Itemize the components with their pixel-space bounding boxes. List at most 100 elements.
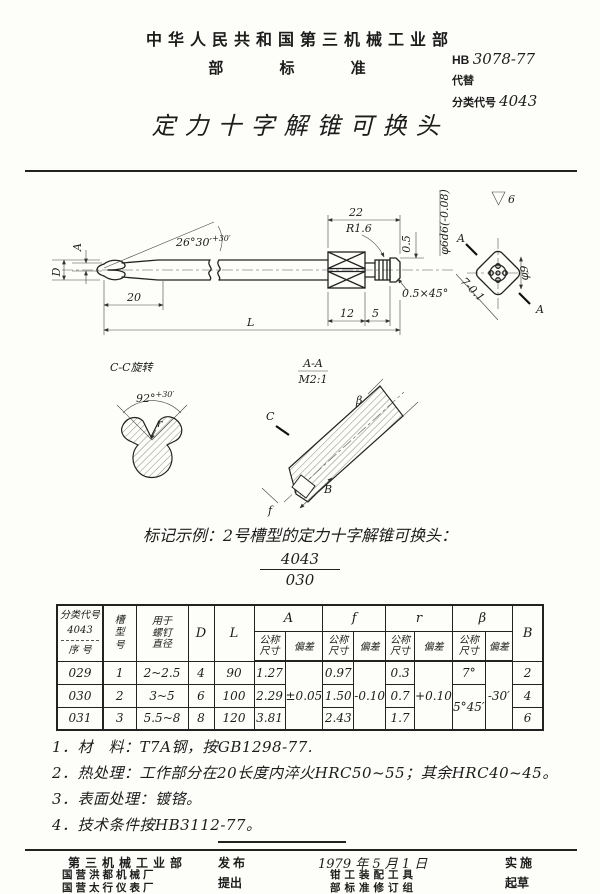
- header-dashed-divider: [61, 640, 99, 642]
- dim-shaft-diameter: φ6d6(-0.08): [438, 189, 451, 255]
- section-cc-label: C-C旋转: [110, 361, 155, 374]
- main-dimensions: [52, 190, 441, 335]
- label-B: B: [323, 483, 332, 496]
- dim-radius: R1.6: [345, 222, 372, 235]
- cell-beta: 7°: [451, 660, 486, 685]
- dim-tip-angle: 26°30′+30′: [175, 234, 231, 249]
- end-of-text-line: [218, 841, 346, 843]
- technical-notes: 1．材 料：T7A钢，按GB1298-77. 2．热处理：工作部分在20长度内淬…: [52, 736, 562, 840]
- cell-r-deviation: +0.10: [414, 660, 453, 731]
- footer-drafters: 钳工装配工具 部标准修订组: [330, 869, 417, 894]
- header-beta: β: [451, 604, 513, 632]
- cell-L: 100: [213, 683, 255, 708]
- cell-slot: 3: [102, 706, 137, 731]
- designation-fraction: 4043 030: [260, 550, 340, 589]
- footer-proposer-1: 国营洪都机械厂: [62, 869, 157, 881]
- cell-screw: 3~5: [135, 683, 189, 708]
- footer-implement-label: 实施: [505, 856, 536, 870]
- header-serial-label: 序 号: [68, 645, 92, 657]
- header-class-code: 4043: [67, 625, 93, 637]
- classification-code: 分类代号 4043: [452, 92, 537, 110]
- footer-proposers: 国营洪都机械厂 国营太行仪表厂: [62, 869, 157, 894]
- cell-D: 4: [187, 660, 215, 685]
- bit-outline: [96, 251, 401, 289]
- cell-r: 0.3: [385, 660, 416, 685]
- cell-slot: 2: [102, 683, 137, 708]
- footer-drafter-1: 钳工装配工具: [330, 869, 417, 881]
- header-beta-deviation: 偏差: [484, 630, 513, 662]
- header-divider: [25, 170, 577, 172]
- footer-publisher: 第三机械工业部: [68, 856, 188, 870]
- label-C: C: [266, 410, 275, 423]
- specification-table: 分类代号 4043 序 号 槽型号 用于螺钉直径 D L A f r β B 公…: [56, 604, 545, 731]
- section-cc-view: C-C旋转 92°+30′ r: [110, 361, 188, 479]
- footer-divider: [25, 849, 577, 851]
- note-heat-treatment: 2．热处理：工作部分在20长度内淬火HRC50~55；其余HRC40~45。: [52, 764, 558, 782]
- header-B: B: [511, 604, 544, 662]
- replaces-label: 代替: [452, 75, 474, 87]
- dim-0-5: 0.5: [400, 235, 413, 253]
- cell-slot: 1: [102, 660, 137, 685]
- technical-drawing: 22 R1.6 0.5 φ6d6(-0.08) 0.5×45° 12 5 20 …: [50, 189, 544, 517]
- cell-f-deviation: -0.10: [353, 660, 387, 731]
- table-row: 031 3 5.5~8 8 120 3.81 2.43 1.7 6: [56, 706, 544, 731]
- label-f: f: [267, 504, 274, 517]
- cell-B: 2: [511, 660, 544, 685]
- header-r: r: [385, 604, 453, 632]
- classification-number: 4043: [499, 92, 538, 110]
- cell-f: 2.43: [322, 706, 355, 731]
- footer-drafter-2: 部标准修订组: [330, 882, 417, 894]
- label-beta: β: [355, 394, 362, 407]
- dim-chamfer: 0.5×45°: [402, 287, 448, 300]
- cell-f: 0.97: [322, 660, 355, 685]
- note-material: 1．材 料：T7A钢，按GB1298-77.: [52, 738, 314, 756]
- tip-angle-value: 26°30′: [175, 236, 212, 249]
- dim-12: 12: [340, 307, 354, 320]
- standard-code-number: 3078-77: [472, 50, 536, 68]
- cell-r: 0.7: [385, 683, 416, 708]
- document-title: 定力十字解锥可换头: [151, 112, 449, 140]
- dim-phi9: φ9: [518, 266, 531, 281]
- header-A-nominal: 公称尺寸: [253, 630, 286, 662]
- cell-B: 4: [511, 683, 544, 708]
- dim-22: 22: [348, 206, 363, 219]
- note-technical-conditions: 4．技术条件按HB3112-77。: [52, 816, 262, 834]
- header-slot-type: 槽型号: [102, 604, 137, 662]
- header-r-nominal: 公称尺寸: [385, 630, 416, 662]
- classification-label: 分类代号: [452, 97, 496, 109]
- footer-proposer-2: 国营太行仪表厂: [62, 882, 157, 894]
- ministry-name: 中华人民共和国第三机械工业部: [145, 32, 454, 49]
- surface-finish-value: 6: [508, 193, 515, 206]
- section-cc-angle: 92°+30′: [136, 390, 174, 405]
- standard-code: HB 3078-77: [452, 50, 535, 68]
- footer-propose-label: 提出: [218, 876, 243, 890]
- cell-A: 3.81: [253, 706, 286, 731]
- header-class-serial: 分类代号 4043 序 号: [56, 604, 104, 662]
- header-A: A: [253, 604, 324, 632]
- header-f-nominal: 公称尺寸: [322, 630, 355, 662]
- footer-publish-label: 发布: [218, 856, 249, 870]
- standard-code-prefix: HB: [452, 53, 470, 67]
- header-f: f: [322, 604, 387, 632]
- dim-5: 5: [372, 307, 379, 320]
- table-row: 030 2 3~5 6 100 2.29 1.50 0.7 5°45′ 4: [56, 683, 544, 731]
- dim-L: L: [246, 316, 254, 329]
- note-surface-treatment: 3．表面处理：镀铬。: [52, 790, 202, 808]
- main-side-view: 22 R1.6 0.5 φ6d6(-0.08) 0.5×45° 12 5 20 …: [50, 189, 455, 335]
- designation-example: 标记示例：2号槽型的定力十字解锥可换头： 4043 030: [0, 522, 600, 589]
- cell-serial: 030: [56, 683, 104, 708]
- designation-denominator: 030: [285, 571, 315, 589]
- footer-implementation-date: 1979 年 5 月 1 日: [318, 857, 428, 872]
- cc-cross-section-shape: [120, 416, 183, 479]
- cell-serial: 031: [56, 706, 104, 731]
- designation-numerator: 4043: [260, 550, 340, 570]
- label-A: A: [71, 243, 84, 252]
- cell-beta-deviation: -30′: [484, 660, 513, 731]
- dim-20: 20: [126, 291, 141, 304]
- section-aa-view: A-A M2:1 β C B f: [261, 357, 419, 517]
- header-class-label: 分类代号: [60, 610, 100, 622]
- cell-B: 6: [511, 706, 544, 731]
- label-D: D: [50, 267, 63, 277]
- header-beta-nominal: 公称尺寸: [451, 630, 486, 662]
- table-row: 029 1 2~2.5 4 90 1.27 ±0.05 0.97 -0.10 0…: [56, 660, 544, 731]
